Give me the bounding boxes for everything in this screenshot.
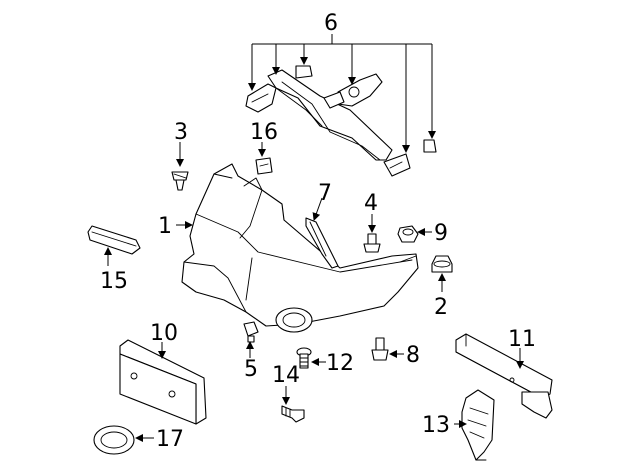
strap-7 (305, 217, 339, 269)
clip-5 (243, 321, 259, 343)
callout-16: 16 (250, 120, 278, 145)
callout-6-leaders (248, 34, 436, 153)
callout-1: 1 (158, 214, 172, 239)
plate-bracket-10 (119, 339, 207, 425)
callout-9: 9 (434, 221, 448, 246)
trim-strip-15 (87, 225, 141, 255)
callout-12: 12 (326, 351, 354, 376)
bracket-13 (461, 389, 495, 461)
nut-9 (397, 225, 419, 243)
callout-7: 7 (318, 181, 332, 206)
bumper-cover (181, 163, 419, 333)
callout-2: 2 (434, 295, 448, 320)
callout-14: 14 (272, 363, 300, 388)
callout-17: 17 (156, 427, 184, 452)
callout-13: 13 (422, 413, 450, 438)
bolt-12 (296, 347, 312, 369)
callout-7-leader (312, 197, 323, 221)
callout-5: 5 (244, 357, 258, 382)
callout-10: 10 (150, 321, 178, 346)
callout-8: 8 (406, 343, 420, 368)
callout-15: 15 (100, 269, 128, 294)
callout-11: 11 (508, 327, 536, 352)
clip-16 (255, 157, 273, 175)
grommet-17 (93, 425, 135, 455)
bolt-4 (363, 233, 381, 253)
push-clip-3 (171, 171, 189, 191)
bolt-14 (281, 405, 305, 423)
frame-rail-assembly (245, 65, 437, 177)
callout-4: 4 (364, 191, 378, 216)
bolt-8 (371, 337, 389, 361)
cap-2 (431, 255, 453, 273)
callout-3: 3 (174, 120, 188, 145)
callout-6: 6 (324, 11, 338, 36)
reinforcement-11 (455, 333, 553, 419)
